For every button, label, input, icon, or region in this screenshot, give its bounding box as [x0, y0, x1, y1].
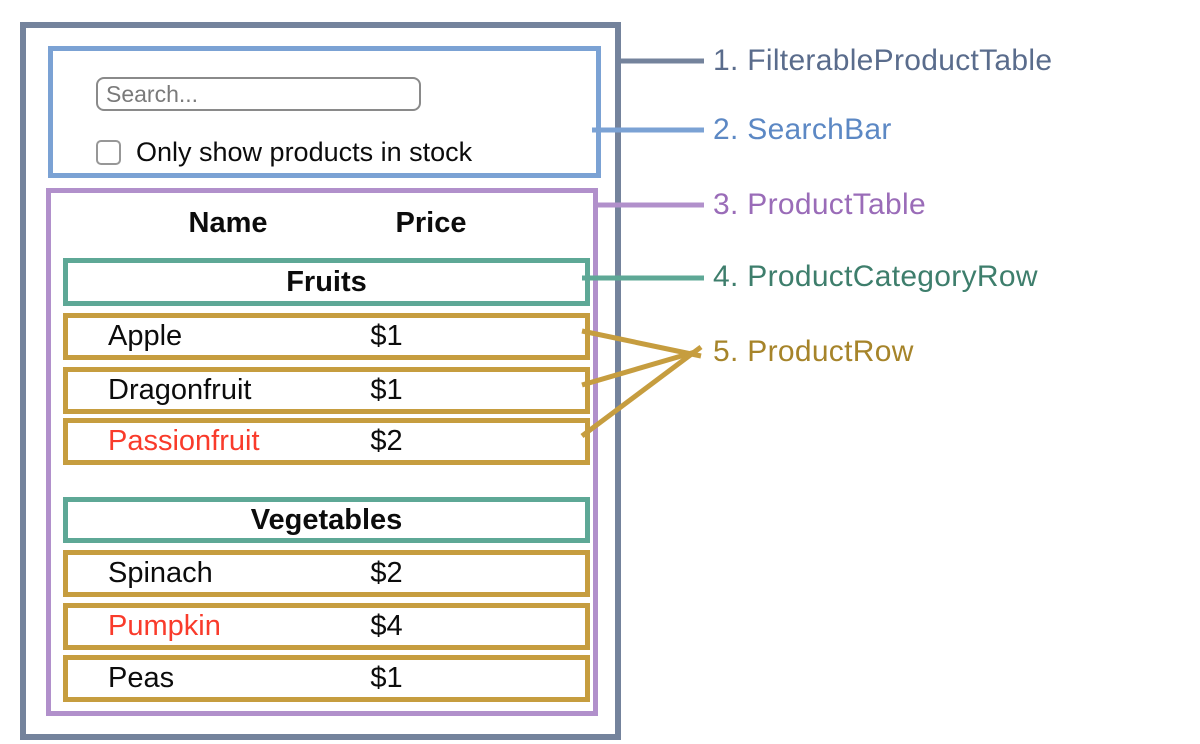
product-name: Apple: [108, 320, 183, 352]
product-name: Peas: [108, 662, 175, 694]
product-price: $4: [370, 610, 403, 642]
product-row-passionfruit: Passionfruit $2: [63, 418, 590, 465]
product-row-apple: Apple $1: [63, 313, 590, 360]
category-row-fruits: Fruits: [63, 258, 590, 306]
product-name: Pumpkin: [108, 610, 221, 642]
product-name: Spinach: [108, 557, 213, 589]
product-price: $1: [370, 320, 403, 352]
price-column-header: Price: [395, 207, 467, 239]
search-bar-box: Only show products in stock: [48, 46, 601, 178]
label-search-bar: 2. SearchBar: [713, 113, 892, 146]
product-price: $2: [370, 557, 403, 589]
in-stock-checkbox-label: Only show products in stock: [136, 137, 473, 167]
label-product-row: 5. ProductRow: [713, 335, 914, 368]
product-name: Passionfruit: [108, 425, 260, 457]
product-row-spinach: Spinach $2: [63, 550, 590, 597]
label-product-table: 3. ProductTable: [713, 188, 926, 221]
category-label: Vegetables: [250, 503, 403, 536]
filterable-product-table-box: Only show products in stock Name Price F…: [20, 22, 621, 740]
search-input[interactable]: [96, 77, 421, 111]
label-product-category-row: 4. ProductCategoryRow: [713, 260, 1038, 293]
product-row-peas: Peas $1: [63, 655, 590, 702]
product-row-pumpkin: Pumpkin $4: [63, 603, 590, 650]
product-table-box: Name Price Fruits Apple $1 Dragonfruit $…: [46, 188, 598, 716]
name-column-header: Name: [188, 207, 268, 239]
category-row-vegetables: Vegetables: [63, 497, 590, 543]
product-row-dragonfruit: Dragonfruit $1: [63, 367, 590, 414]
label-filterable-product-table: 1. FilterableProductTable: [713, 44, 1053, 77]
category-label: Fruits: [286, 265, 367, 298]
product-price: $2: [370, 425, 403, 457]
product-price: $1: [370, 374, 403, 406]
product-price: $1: [370, 662, 403, 694]
in-stock-filter: Only show products in stock: [96, 137, 472, 168]
product-name: Dragonfruit: [108, 374, 252, 406]
in-stock-checkbox[interactable]: [96, 140, 121, 165]
